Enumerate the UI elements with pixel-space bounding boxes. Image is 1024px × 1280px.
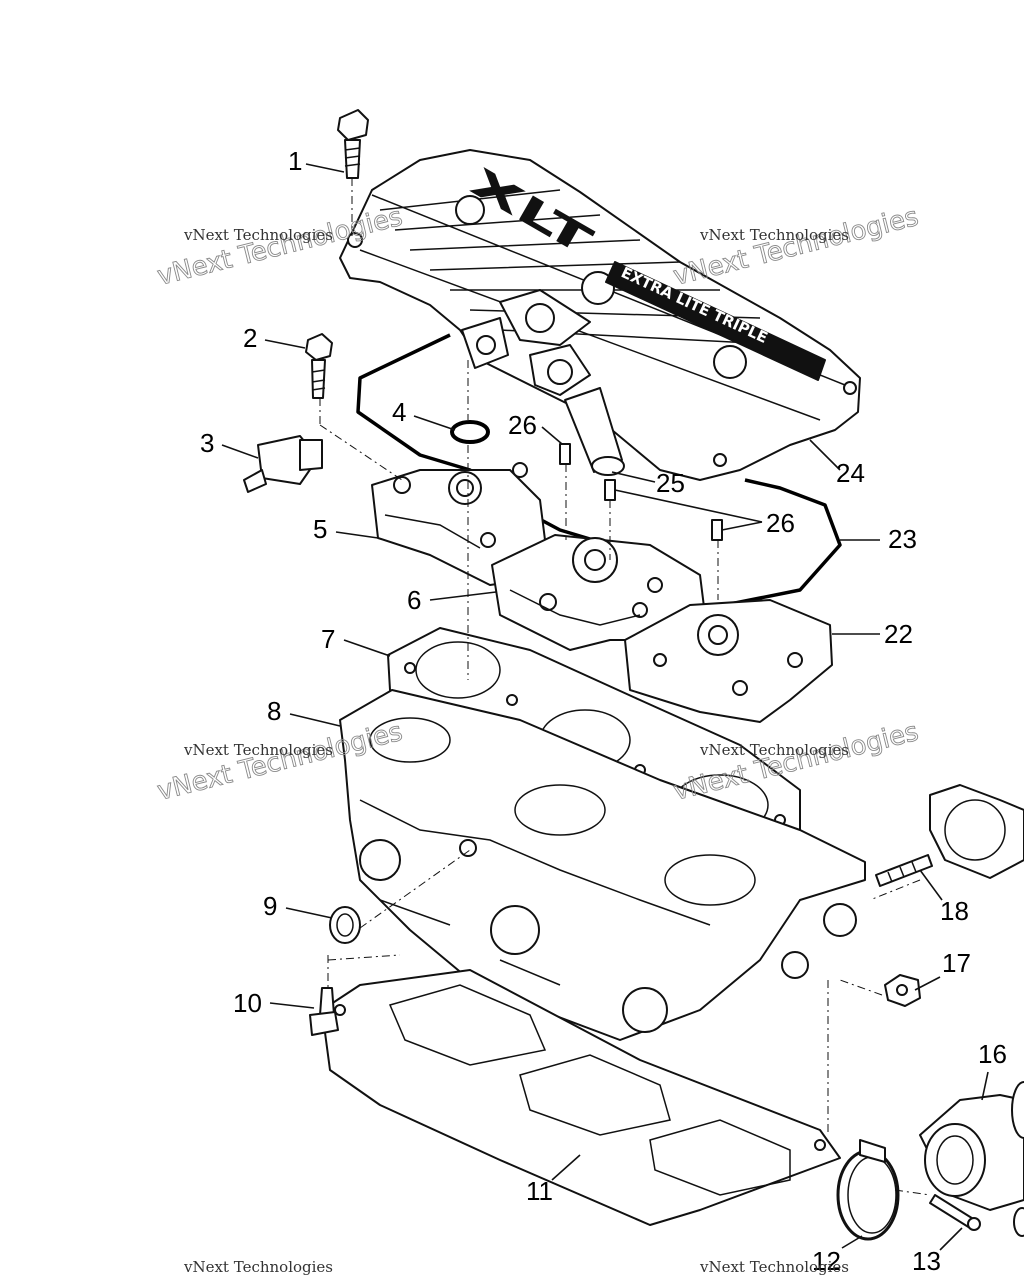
- watermark-6: vNext Technologies: [699, 1258, 849, 1276]
- o-ring: [450, 420, 490, 444]
- screw: [929, 1194, 981, 1231]
- flange-gasket: [929, 784, 1024, 879]
- callout-1: 1: [288, 146, 302, 176]
- callout-6: 6: [407, 585, 421, 615]
- base-gasket: [321, 969, 841, 1226]
- callout-labels: 1 2 3 4 5 6 7 8 9 10 11 12 13 16 17 18 2…: [200, 146, 1007, 1276]
- callout-2: 2: [243, 323, 257, 353]
- callout-8: 8: [267, 696, 281, 726]
- alignment-lines: [319, 178, 931, 1196]
- svg-text:vNext Technologies: vNext Technologies: [699, 1258, 849, 1276]
- temp-sensor: [243, 435, 323, 493]
- callout-11: 11: [526, 1176, 553, 1206]
- svg-text:vNext Technologies: vNext Technologies: [699, 741, 849, 759]
- stud: [875, 854, 933, 887]
- callout-26-b: 26: [766, 508, 795, 538]
- svg-text:vNext Technologies: vNext Technologies: [183, 226, 333, 244]
- callout-13: 13: [912, 1246, 941, 1276]
- callout-9: 9: [263, 891, 277, 921]
- callout-17: 17: [942, 948, 971, 978]
- fitting: [309, 987, 339, 1036]
- clamp: [836, 1139, 900, 1241]
- bolt-1: [337, 109, 369, 179]
- callout-7: 7: [321, 624, 335, 654]
- svg-text:vNext Technologies: vNext Technologies: [183, 1258, 333, 1276]
- watermark-5: vNext Technologies: [183, 1258, 333, 1276]
- svg-text:vNext Technologies: vNext Technologies: [699, 226, 849, 244]
- head-section-right: [624, 599, 833, 723]
- callout-3: 3: [200, 428, 214, 458]
- callout-16: 16: [978, 1039, 1007, 1069]
- callout-4: 4: [392, 397, 406, 427]
- watermark-2: vNext Technologies vNext Technologies: [670, 201, 922, 292]
- nut: [884, 974, 921, 1007]
- svg-text:vNext Technologies: vNext Technologies: [670, 202, 921, 292]
- intake-boot: [919, 1081, 1024, 1237]
- callout-12: 12: [812, 1246, 841, 1276]
- callout-22: 22: [884, 619, 913, 649]
- callout-18: 18: [940, 896, 969, 926]
- head-section-middle: [491, 534, 706, 651]
- svg-text:vNext Technologies: vNext Technologies: [183, 741, 333, 759]
- callout-25: 25: [656, 468, 685, 498]
- callout-10: 10: [233, 988, 262, 1018]
- cylinder-block: [339, 689, 866, 1041]
- callout-26-a: 26: [508, 410, 537, 440]
- bolt-2: [305, 333, 333, 399]
- callout-24: 24: [836, 458, 865, 488]
- callout-23: 23: [888, 524, 917, 554]
- callout-5: 5: [313, 514, 327, 544]
- plug: [329, 906, 361, 944]
- head-cover: XLT EXTRA LITE TRIPLE: [339, 149, 861, 481]
- leader-lines: [221, 163, 989, 1251]
- hose-fitting: [564, 387, 625, 476]
- head-section-left: [371, 462, 546, 586]
